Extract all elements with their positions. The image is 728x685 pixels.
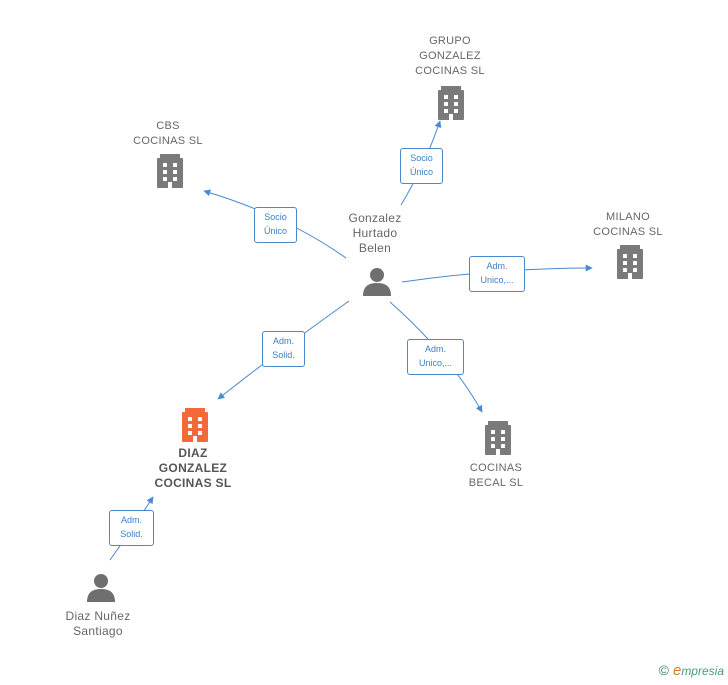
node-label-diaz-gonzalez-cocinas[interactable]: DIAZ GONZALEZ COCINAS SL xyxy=(154,446,232,490)
building-icon xyxy=(438,86,464,120)
node-label-santiago[interactable]: Diaz Nuñez Santiago xyxy=(65,609,131,638)
edge-label-to-cbs[interactable]: Socio Único xyxy=(254,207,297,243)
building-icon-highlight xyxy=(182,408,208,442)
edge-label-santiago-to-diaz-gc[interactable]: Adm. Solid. xyxy=(109,510,154,546)
building-icon xyxy=(485,421,511,455)
node-label-cbs[interactable]: CBS COCINAS SL xyxy=(133,120,203,147)
node-label-milano[interactable]: MILANO COCINAS SL xyxy=(593,211,663,238)
building-icon xyxy=(157,154,183,188)
empresia-watermark: ©empresia xyxy=(659,662,724,679)
edge-label-to-milano[interactable]: Adm. Unico,... xyxy=(469,256,525,292)
brand-name: mpresia xyxy=(681,664,724,678)
edge-label-to-grupo[interactable]: Socio Único xyxy=(400,148,443,184)
edge-label-to-diaz-gc[interactable]: Adm. Solid. xyxy=(262,331,305,367)
building-icon xyxy=(617,245,643,279)
person-icon xyxy=(87,574,115,602)
node-label-gonzalez[interactable]: Gonzalez Hurtado Belen xyxy=(348,211,402,255)
person-icon xyxy=(363,268,391,296)
node-label-becal[interactable]: COCINAS BECAL SL xyxy=(468,462,524,489)
edge-label-to-becal[interactable]: Adm. Unico,... xyxy=(407,339,464,375)
copyright-icon: © xyxy=(658,662,669,678)
brand-initial: e xyxy=(672,662,682,679)
node-label-grupo[interactable]: GRUPO GONZALEZ COCINAS SL xyxy=(415,35,485,77)
